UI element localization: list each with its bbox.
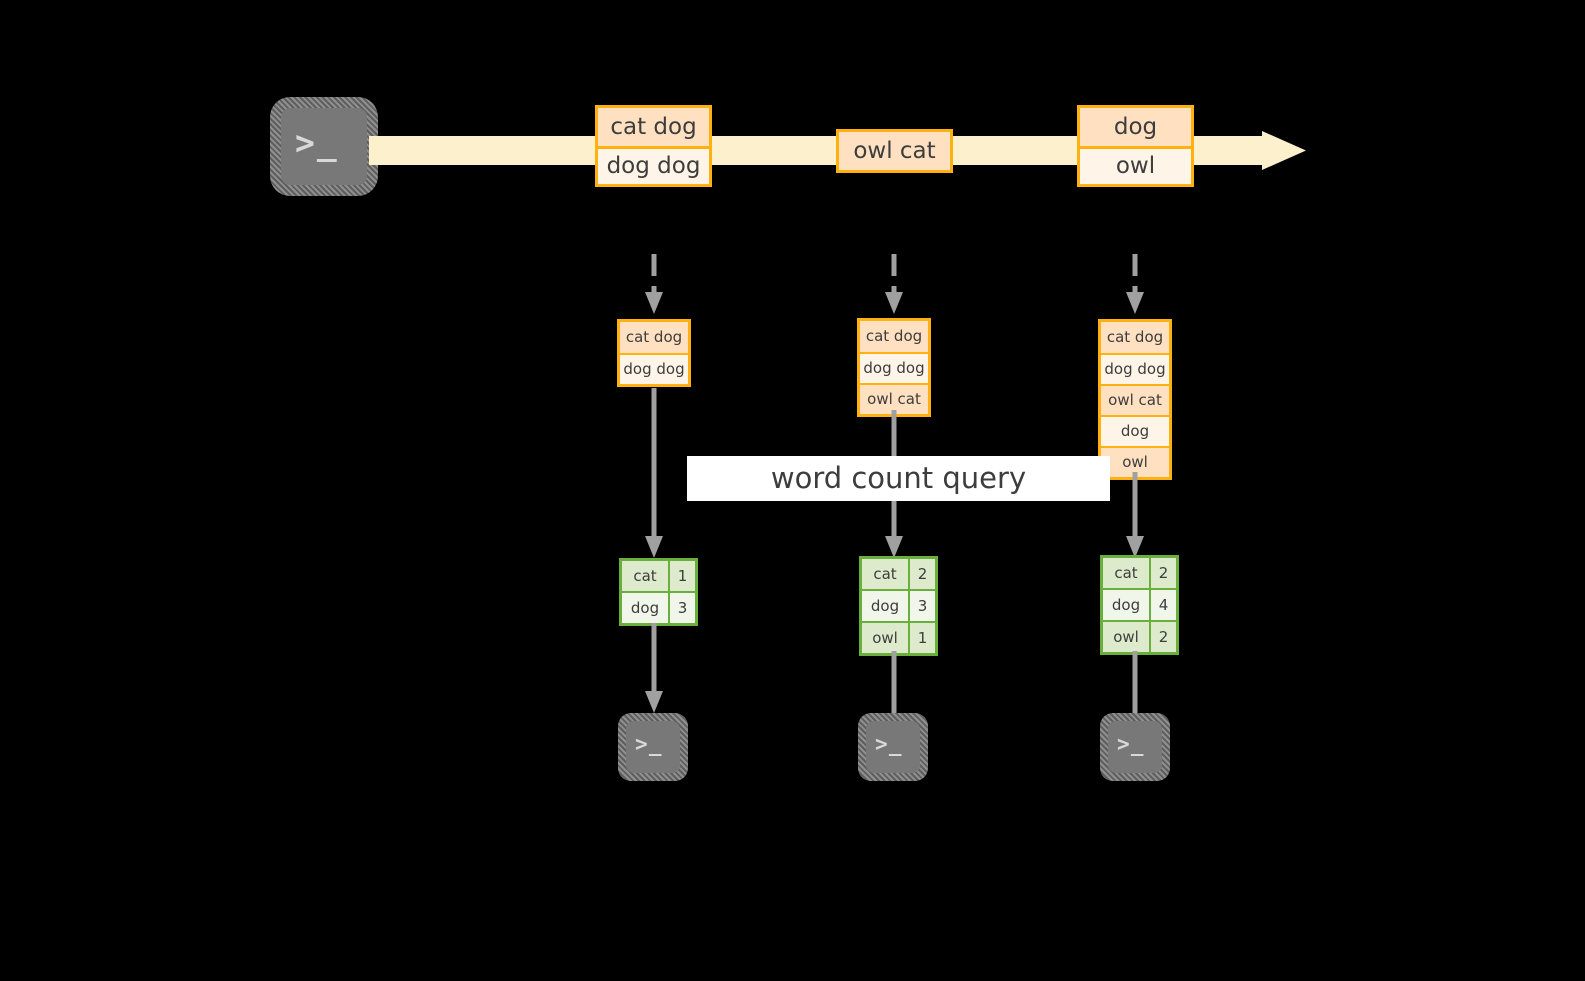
result-row: owl 2 — [1103, 620, 1176, 652]
stream-group-2: owl cat — [836, 129, 953, 173]
stream-cell: owl cat — [839, 132, 950, 170]
feed-arrow-3 — [1123, 254, 1147, 316]
feed-arrow-2 — [882, 254, 906, 316]
result-value: 3 — [908, 591, 935, 621]
query-arrow-3 — [1123, 472, 1147, 560]
sink-terminal-icon-1: >_ — [618, 713, 688, 781]
result-key: cat — [862, 559, 908, 589]
result-table-1: cat 1 dog 3 — [619, 558, 698, 626]
result-row: dog 3 — [862, 589, 935, 621]
result-value: 2 — [908, 559, 935, 589]
terminal-prompt-glyph: >_ — [875, 732, 903, 756]
accumulated-row: cat dog — [860, 321, 928, 352]
result-key: cat — [1103, 558, 1149, 588]
result-value: 1 — [908, 623, 935, 653]
stream-cell: dog — [1080, 108, 1191, 146]
stream-cell: cat dog — [598, 108, 709, 146]
feed-arrow-1 — [642, 254, 666, 316]
sink-terminal-icon-3: >_ — [1100, 713, 1170, 781]
result-table-2: cat 2 dog 3 owl 1 — [859, 556, 938, 656]
terminal-screen — [866, 721, 920, 773]
stream-cell: owl — [1080, 146, 1191, 184]
accumulated-row: cat dog — [1101, 322, 1169, 353]
accumulated-records-3: cat dog dog dog owl cat dog owl — [1098, 319, 1172, 480]
result-key: dog — [862, 591, 908, 621]
accumulated-row: cat dog — [620, 322, 688, 353]
result-value: 2 — [1149, 558, 1176, 588]
result-table-3: cat 2 dog 4 owl 2 — [1100, 555, 1179, 655]
query-label-text: word count query — [770, 461, 1027, 495]
terminal-prompt-glyph: >_ — [295, 123, 339, 162]
accumulated-row: dog dog — [860, 352, 928, 383]
accumulated-records-1: cat dog dog dog — [617, 319, 691, 387]
result-key: owl — [1103, 622, 1149, 652]
terminal-screen — [281, 108, 367, 185]
result-value: 3 — [668, 593, 695, 623]
terminal-prompt-glyph: >_ — [635, 732, 663, 756]
stream-group-3: dog owl — [1077, 105, 1194, 187]
source-terminal-icon: >_ — [270, 97, 378, 196]
result-value: 2 — [1149, 622, 1176, 652]
stream-group-1: cat dog dog dog — [595, 105, 712, 187]
result-key: dog — [622, 593, 668, 623]
result-key: dog — [1103, 590, 1149, 620]
terminal-prompt-glyph: >_ — [1117, 732, 1145, 756]
terminal-screen — [1108, 721, 1162, 773]
accumulated-row: owl cat — [860, 383, 928, 414]
result-key: cat — [622, 561, 668, 591]
accumulated-row: owl — [1101, 446, 1169, 477]
accumulated-row: owl cat — [1101, 384, 1169, 415]
accumulated-row: dog dog — [620, 353, 688, 384]
query-label-banner: word count query — [687, 456, 1110, 501]
result-row: dog 3 — [622, 591, 695, 623]
result-row: dog 4 — [1103, 588, 1176, 620]
result-value: 4 — [1149, 590, 1176, 620]
result-row: cat 1 — [622, 561, 695, 591]
result-key: owl — [862, 623, 908, 653]
sink-terminal-icon-2: >_ — [858, 713, 928, 781]
accumulated-row: dog — [1101, 415, 1169, 446]
query-arrow-1 — [642, 388, 666, 560]
result-row: owl 1 — [862, 621, 935, 653]
result-row: cat 2 — [1103, 558, 1176, 588]
stream-cell: dog dog — [598, 146, 709, 184]
output-arrow-1 — [642, 623, 666, 715]
accumulated-records-2: cat dog dog dog owl cat — [857, 318, 931, 417]
result-row: cat 2 — [862, 559, 935, 589]
result-value: 1 — [668, 561, 695, 591]
accumulated-row: dog dog — [1101, 353, 1169, 384]
terminal-screen — [626, 721, 680, 773]
